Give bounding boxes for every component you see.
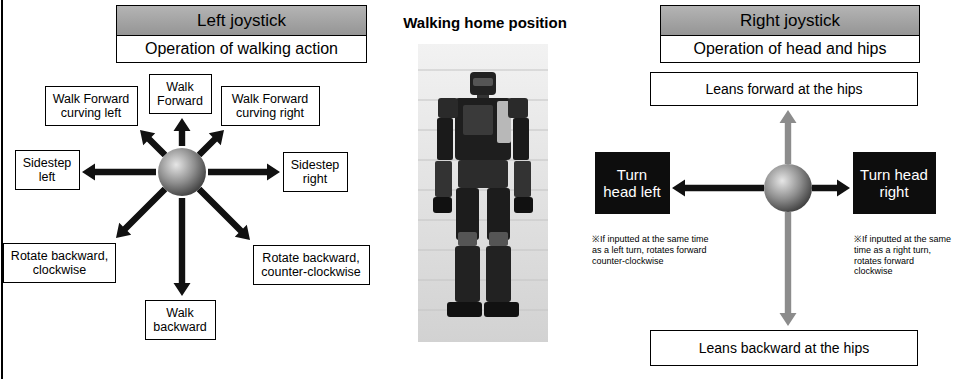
drawing-part bbox=[473, 78, 493, 86]
box-label: Walk Forward curving right bbox=[225, 92, 316, 121]
note-text: ※If inputted at the same time as a left … bbox=[592, 234, 720, 266]
box-label: Leans forward at the hips bbox=[705, 81, 862, 97]
direction-arrow bbox=[174, 118, 191, 146]
box-label: Turn head left bbox=[599, 166, 666, 201]
drawing-part bbox=[418, 250, 548, 251]
action-box: Walk backward bbox=[145, 300, 216, 340]
direction-arrow bbox=[197, 187, 250, 240]
drawing-part bbox=[435, 161, 452, 197]
action-box: Rotate backward, clockwise bbox=[3, 243, 116, 283]
box-label: Operation of head and hips bbox=[693, 40, 886, 58]
note-text: ※If inputted at the same time as a right… bbox=[854, 234, 954, 277]
box-label: Walk Forward curving left bbox=[49, 92, 134, 121]
direction-arrow bbox=[82, 164, 156, 181]
subheader-box: Operation of head and hips bbox=[660, 35, 920, 63]
action-box: Leans forward at the hips bbox=[650, 72, 918, 106]
direction-arrow bbox=[174, 198, 191, 296]
drawing-part bbox=[470, 72, 496, 95]
box-label: Right joystick bbox=[740, 11, 840, 31]
drawing-part bbox=[514, 161, 531, 197]
drawing-part bbox=[455, 246, 480, 302]
drawing-part bbox=[508, 98, 528, 118]
drawing-part bbox=[438, 98, 458, 118]
drawing-part bbox=[437, 118, 453, 160]
action-box: Walk Forward bbox=[149, 74, 212, 114]
action-box: Leans backward at the hips bbox=[650, 330, 918, 366]
drawing-part bbox=[418, 44, 548, 342]
drawing-part bbox=[418, 70, 548, 310]
action-box: Walk Forward curving left bbox=[45, 86, 138, 126]
header-box: Right joystick bbox=[660, 5, 920, 35]
box-label: Left joystick bbox=[197, 11, 286, 31]
box-label: Walk Forward bbox=[153, 80, 208, 109]
drawing-part bbox=[418, 220, 548, 221]
subheader-box: Operation of walking action bbox=[116, 35, 367, 63]
action-box: Sidestep right bbox=[283, 152, 348, 192]
direction-arrow bbox=[812, 180, 850, 197]
box-label: Walk backward bbox=[149, 306, 212, 335]
direction-arrow bbox=[672, 180, 764, 197]
joystick-knob bbox=[158, 148, 206, 196]
action-box: Sidestep left bbox=[15, 150, 80, 190]
drawing-part bbox=[458, 160, 508, 188]
direction-arrow bbox=[780, 212, 797, 326]
box-label: Turn head right bbox=[857, 166, 932, 201]
drawing-part bbox=[418, 70, 548, 71]
drawing-part bbox=[484, 302, 519, 317]
drawing-part bbox=[458, 232, 477, 246]
drawing-part bbox=[486, 246, 511, 302]
box-label: Rotate backward, clockwise bbox=[7, 249, 112, 278]
direction-arrow bbox=[140, 130, 167, 157]
direction-arrow bbox=[208, 164, 280, 181]
drawing-part bbox=[418, 310, 548, 311]
action-box: Rotate backward, counter-clockwise bbox=[253, 245, 370, 285]
action-box: Turn head left bbox=[595, 152, 670, 214]
action-box: Walk Forward curving right bbox=[221, 86, 320, 126]
direction-arrow bbox=[780, 110, 797, 164]
robot-photo bbox=[418, 44, 548, 342]
drawing-part bbox=[447, 302, 482, 317]
box-label: Sidestep left bbox=[19, 156, 76, 185]
direction-arrow bbox=[116, 187, 167, 238]
drawing-part bbox=[418, 280, 548, 281]
drawing-part bbox=[433, 197, 452, 213]
header-box: Left joystick bbox=[116, 5, 367, 35]
box-label: Operation of walking action bbox=[145, 40, 338, 58]
box-label: Sidestep right bbox=[287, 158, 344, 187]
drawing-part bbox=[513, 118, 529, 160]
drawing-part bbox=[463, 105, 493, 135]
box-label: Rotate backward, counter-clockwise bbox=[257, 251, 366, 280]
drawing-part bbox=[455, 98, 511, 160]
photo-title: Walking home position bbox=[385, 14, 585, 32]
action-box: Turn head right bbox=[853, 152, 936, 214]
box-label: Leans backward at the hips bbox=[699, 340, 869, 356]
direction-arrow bbox=[197, 130, 224, 157]
joystick-knob bbox=[764, 164, 812, 212]
drawing-part bbox=[514, 197, 533, 213]
drawing-part bbox=[489, 232, 508, 246]
edge-rule bbox=[1, 0, 3, 379]
